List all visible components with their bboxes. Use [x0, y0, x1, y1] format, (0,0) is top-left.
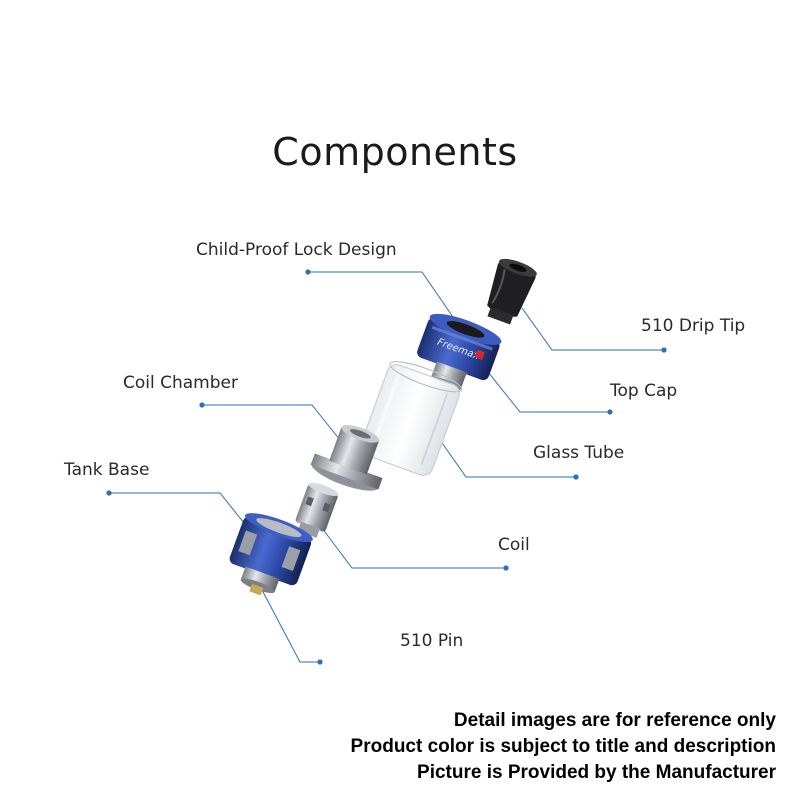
leader-dot — [607, 409, 613, 415]
leader-dot — [317, 659, 323, 665]
leader-child-proof-lock — [308, 271, 456, 321]
leader-drip-tip — [521, 307, 664, 351]
leader-tank-base — [109, 492, 249, 529]
glass-tube-part — [360, 361, 463, 476]
disclaimer-line: Picture is Provided by the Manufacturer — [417, 762, 776, 783]
drip-tip-part — [487, 258, 537, 325]
leader-510-pin — [261, 589, 320, 663]
leader-dot — [199, 402, 205, 408]
leader-glass-tube — [439, 439, 576, 478]
leader-coil-chamber — [202, 404, 341, 441]
leader-top-cap — [487, 371, 610, 413]
leader-dot — [661, 347, 667, 353]
tank-base-part — [229, 513, 313, 596]
label-coil-chamber: Coil Chamber — [123, 373, 238, 393]
leader-dot — [503, 565, 509, 571]
label-child-proof-lock: Child-Proof Lock Design — [196, 240, 397, 260]
leader-coil — [321, 527, 506, 569]
leader-dot — [106, 490, 112, 496]
leader-dot — [305, 269, 311, 275]
disclaimer-block: Detail images are for reference only Pro… — [351, 708, 776, 786]
coil-part — [295, 482, 339, 538]
leader-dot — [573, 474, 579, 480]
label-tank-base: Tank Base — [64, 460, 150, 480]
disclaimer-line: Detail images are for reference only — [453, 710, 776, 731]
label-glass-tube: Glass Tube — [533, 443, 625, 463]
label-top-cap: Top Cap — [610, 381, 678, 401]
label-drip-tip: 510 Drip Tip — [641, 316, 746, 336]
disclaimer-line: Product color is subject to title and de… — [350, 736, 776, 757]
label-coil: Coil — [498, 535, 530, 555]
coil-chamber-part — [310, 424, 383, 491]
page-title: Components — [272, 130, 518, 174]
label-510-pin: 510 Pin — [400, 631, 464, 651]
